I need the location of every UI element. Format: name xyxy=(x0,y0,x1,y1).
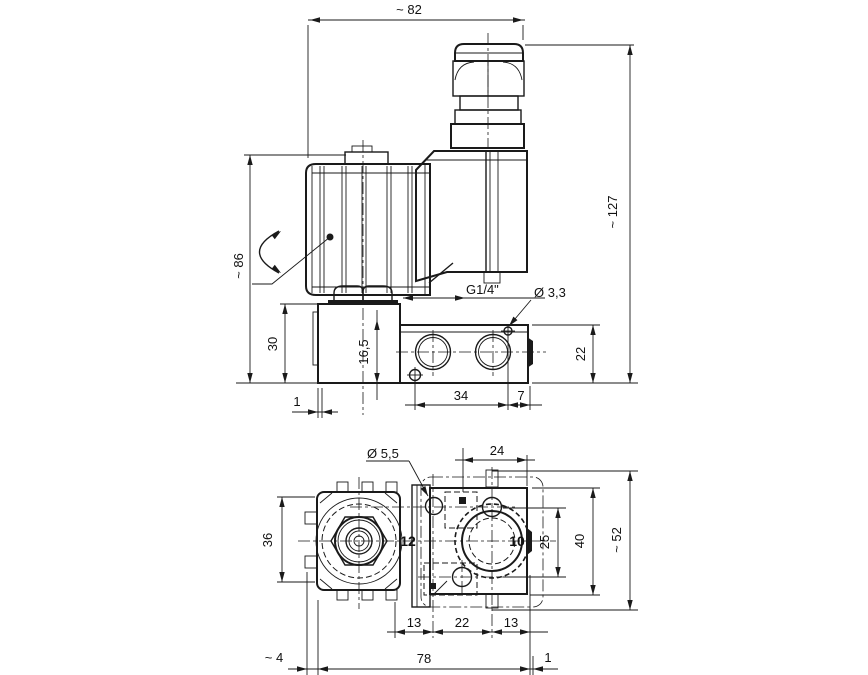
gland-dome-cap xyxy=(454,43,524,62)
callout-text-mount-hole: Ø 5,5 xyxy=(367,446,399,461)
dim-text-overall-depth: ~ 52 xyxy=(609,527,624,553)
callout-text-small-hole: Ø 3,3 xyxy=(534,285,566,300)
dim-text-seg-left: 13 xyxy=(407,615,421,630)
bottom-view: 12 10 Ø 5,5 24 36 xyxy=(260,443,638,675)
dim-port-depth: 16,5 xyxy=(356,310,380,400)
dim-text-base-offset: 1 xyxy=(293,394,300,409)
dim-coil-height: ~ 86 xyxy=(231,154,346,384)
coil-ribs xyxy=(319,166,413,293)
valve-body-bottom: 12 10 xyxy=(298,467,556,638)
dim-segment-row: 13 22 13 xyxy=(387,575,548,675)
dim-body-width: 40 xyxy=(530,487,600,596)
cable-gland xyxy=(450,33,525,149)
dim-text-seg-right: 13 xyxy=(504,615,518,630)
dim-text-port-spacing: 34 xyxy=(454,388,468,403)
callout-text-thread: G1/4" xyxy=(466,282,499,297)
dim-text-block-height: 30 xyxy=(265,337,280,351)
dim-hole-pitch-side: 25 xyxy=(503,507,566,578)
dim-text-body-height: 22 xyxy=(573,347,588,361)
hole-5-5 xyxy=(424,496,444,516)
dim-text-edge-offset: 1 xyxy=(544,650,551,665)
valve-body-side xyxy=(312,140,546,415)
dim-text-hole-pitch-top: 24 xyxy=(490,443,504,458)
label-port-12: 12 xyxy=(400,533,416,549)
dim-block-height: 30 xyxy=(265,303,318,383)
dim-hole-pitch-top: 24 xyxy=(455,443,535,492)
dim-text-overall-width: ~ 82 xyxy=(396,2,422,17)
side-view: ~ 82 ~ 127 ~ 86 30 xyxy=(231,2,638,418)
gland-base xyxy=(450,123,525,149)
dim-port-spacing-row: 34 7 xyxy=(405,336,542,410)
mount-tabs xyxy=(304,481,398,601)
dim-overall-height: ~ 127 xyxy=(525,44,638,384)
label-port-10: 10 xyxy=(509,533,525,549)
callout-thread: G1/4" xyxy=(403,282,545,301)
dim-text-hole-to-edge: 7 xyxy=(517,388,524,403)
dim-length-row: ~ 4 78 1 xyxy=(265,572,558,675)
callout-small-hole: Ø 3,3 xyxy=(506,285,566,328)
dim-text-overall-length: 78 xyxy=(417,651,431,666)
port-boss-bottom xyxy=(527,528,532,555)
connector-housing xyxy=(415,150,528,284)
dim-overall-depth: ~ 52 xyxy=(492,470,638,611)
dim-text-body-width: 40 xyxy=(572,534,587,548)
phantom-outline xyxy=(420,476,544,608)
port-boss xyxy=(527,337,533,368)
dim-base-offset: 1 xyxy=(292,388,338,418)
dim-text-coil-width: 36 xyxy=(260,533,275,547)
callout-mount-hole: Ø 5,5 xyxy=(366,446,431,498)
dim-text-seg-mid: 22 xyxy=(455,615,469,630)
dim-text-overall-height: ~ 127 xyxy=(605,196,620,229)
dim-coil-width: 36 xyxy=(260,496,315,583)
dim-text-coil-height: ~ 86 xyxy=(231,253,246,279)
solenoid-coil xyxy=(252,145,431,296)
dim-overall-width: ~ 82 xyxy=(307,2,525,158)
dim-text-coil-overhang: ~ 4 xyxy=(265,650,283,665)
dim-body-height: 22 xyxy=(532,324,600,383)
dim-text-port-depth: 16,5 xyxy=(356,339,371,364)
dim-text-hole-pitch-side: 25 xyxy=(537,535,552,549)
